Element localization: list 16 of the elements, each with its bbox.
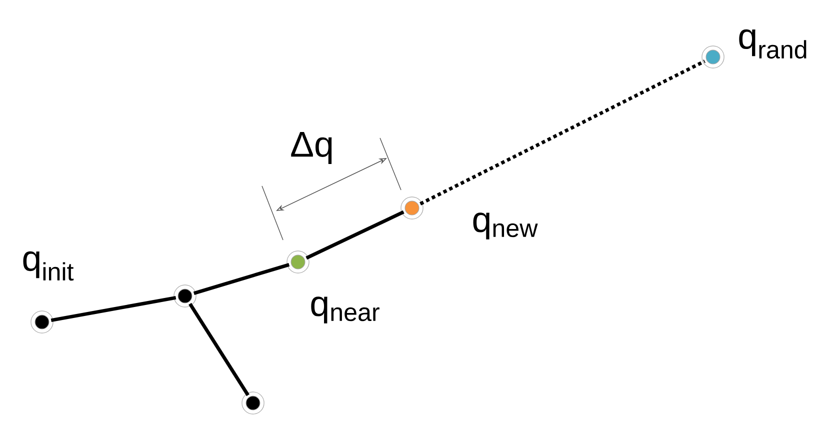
- tree-node: [30, 310, 54, 334]
- dimension-label: Δq: [291, 132, 332, 164]
- tree-edge: [188, 302, 250, 396]
- tree-edge: [420, 60, 706, 206]
- node-label: q$_{rand}$: [739, 29, 806, 59]
- node-label: q$_{near}$: [311, 296, 380, 324]
- tree-node: [174, 284, 196, 308]
- node-label: q$_{new}$: [473, 212, 538, 240]
- tree-node: [702, 46, 724, 68]
- tree-node: [242, 392, 264, 414]
- tree-edge: [50, 296, 176, 322]
- tree-node: [286, 250, 310, 274]
- tree-edge: [306, 210, 404, 260]
- node-label: q$_{init}$: [23, 251, 74, 281]
- tree-edge: [193, 263, 290, 295]
- tree-node: [400, 196, 424, 220]
